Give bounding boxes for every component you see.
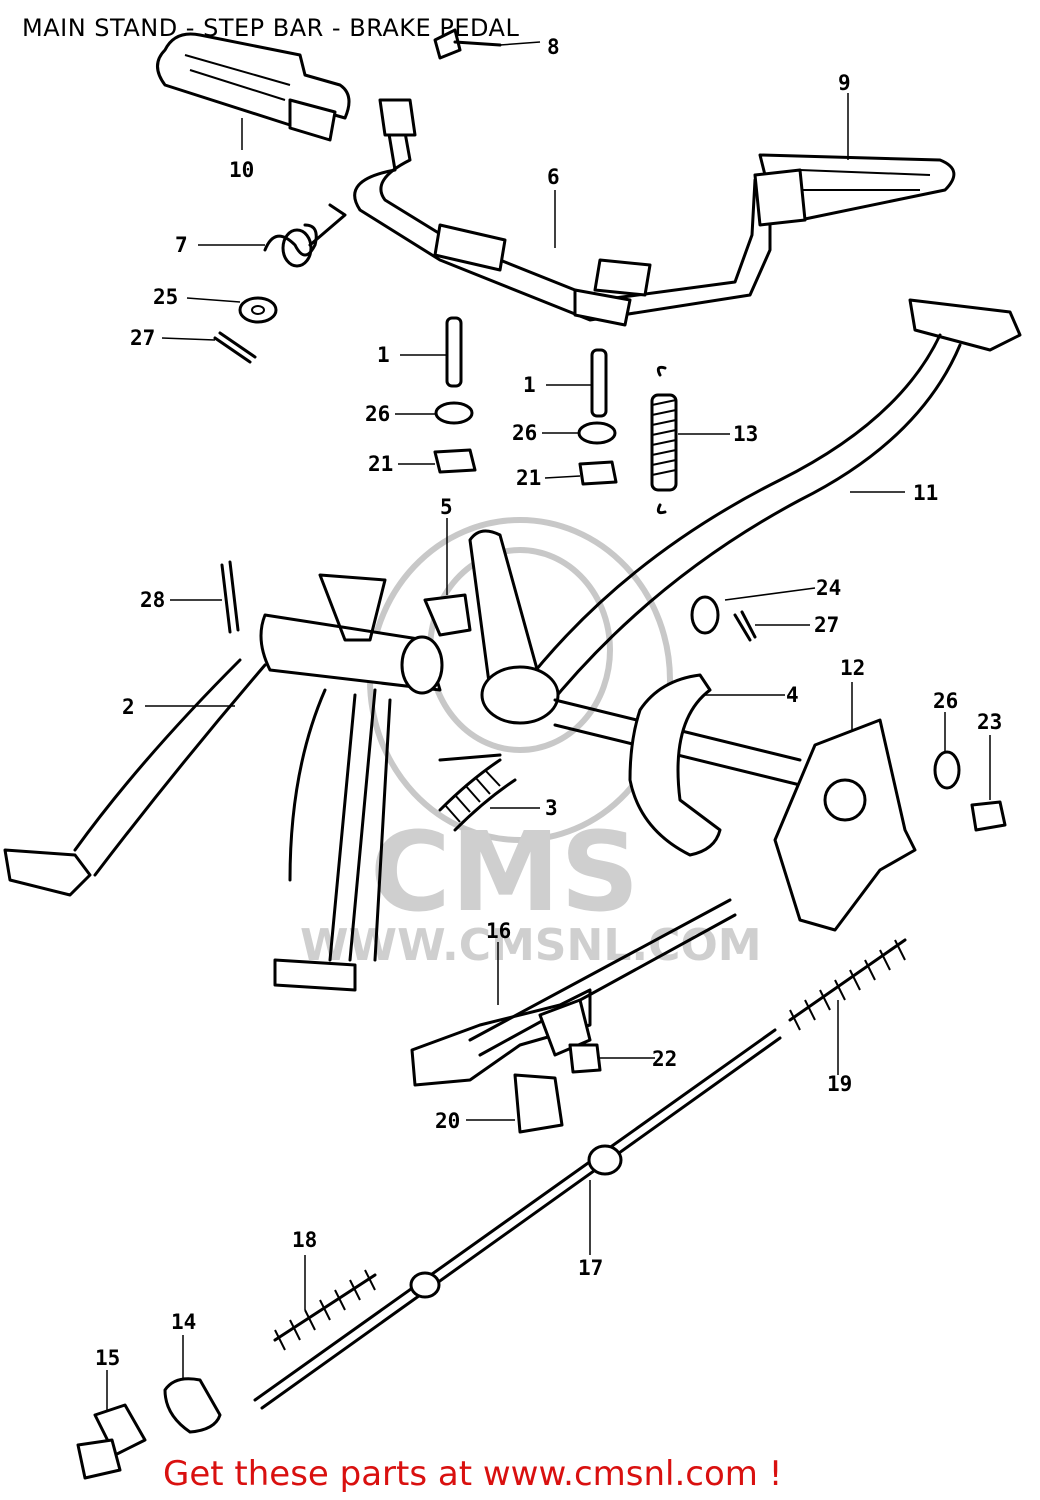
callout-28: 28 bbox=[140, 588, 165, 612]
part-footrest-left[interactable] bbox=[156, 32, 351, 142]
part-pin-1-right[interactable] bbox=[590, 348, 608, 418]
callout-10: 10 bbox=[229, 158, 254, 182]
callout-16: 16 bbox=[486, 919, 511, 943]
callout-9: 9 bbox=[838, 71, 851, 95]
callout-13: 13 bbox=[733, 422, 758, 446]
part-washer-24[interactable] bbox=[690, 595, 720, 635]
part-pin-1-left[interactable] bbox=[445, 316, 463, 388]
part-brake-pedal-11[interactable] bbox=[468, 298, 1022, 787]
part-spring-18[interactable] bbox=[273, 1269, 377, 1351]
part-cap-5[interactable] bbox=[423, 593, 472, 637]
part-nut-21-left[interactable] bbox=[433, 448, 477, 474]
part-torsion-spring-7[interactable] bbox=[263, 203, 347, 268]
callout-27-right: 27 bbox=[814, 613, 839, 637]
callout-6: 6 bbox=[547, 165, 560, 189]
part-brake-rod-17[interactable] bbox=[253, 1028, 782, 1410]
callout-25: 25 bbox=[153, 285, 178, 309]
part-rod-16[interactable] bbox=[410, 898, 737, 1087]
callout-26-bracket: 26 bbox=[933, 689, 958, 713]
callout-11: 11 bbox=[913, 481, 938, 505]
part-washer-25[interactable] bbox=[238, 296, 278, 324]
part-main-stand-2[interactable] bbox=[3, 573, 444, 992]
part-spring-13[interactable] bbox=[650, 365, 678, 515]
callout-26-right: 26 bbox=[512, 421, 537, 445]
part-nut-22[interactable] bbox=[568, 1043, 602, 1074]
part-block-20[interactable] bbox=[513, 1073, 564, 1134]
part-nut-23[interactable] bbox=[970, 800, 1007, 832]
callout-leader-lines bbox=[106, 41, 991, 1412]
callout-21-right: 21 bbox=[516, 466, 541, 490]
part-footrest-right[interactable] bbox=[753, 153, 956, 227]
callout-labels: 8 9 10 6 7 25 27 1 1 26 26 13 21 21 11 5… bbox=[95, 35, 1002, 1370]
part-bolt-8[interactable] bbox=[433, 28, 502, 60]
callout-27-left: 27 bbox=[130, 326, 155, 350]
callout-19: 19 bbox=[827, 1072, 852, 1096]
callout-21-left: 21 bbox=[368, 452, 393, 476]
callout-5: 5 bbox=[440, 495, 453, 519]
callout-26-left: 26 bbox=[365, 402, 390, 426]
part-step-bar[interactable] bbox=[353, 98, 772, 327]
part-washer-26-bracket[interactable] bbox=[933, 750, 961, 790]
part-cotter-pin-27-right[interactable] bbox=[733, 610, 757, 642]
part-bracket-12[interactable] bbox=[773, 718, 917, 932]
callout-3: 3 bbox=[545, 796, 558, 820]
callout-1-left: 1 bbox=[377, 343, 390, 367]
callout-7: 7 bbox=[175, 233, 188, 257]
callout-22: 22 bbox=[652, 1047, 677, 1071]
part-spring-19[interactable] bbox=[788, 938, 907, 1031]
callout-18: 18 bbox=[292, 1228, 317, 1252]
callout-4: 4 bbox=[786, 683, 799, 707]
callout-2: 2 bbox=[122, 695, 135, 719]
callout-8: 8 bbox=[547, 35, 560, 59]
part-washer-26-left[interactable] bbox=[434, 401, 474, 425]
part-cotter-pin-27-left[interactable] bbox=[213, 331, 257, 364]
part-spring-3[interactable] bbox=[438, 753, 517, 832]
footer-parts-link[interactable]: Get these parts at www.cmsnl.com ! bbox=[163, 1454, 783, 1494]
part-cotter-pin-28[interactable] bbox=[220, 560, 240, 634]
callout-20: 20 bbox=[435, 1109, 460, 1133]
callout-14: 14 bbox=[171, 1310, 196, 1334]
watermark-url-text: WWW.CMSNL.COM bbox=[300, 920, 762, 971]
callout-1-right: 1 bbox=[523, 373, 536, 397]
part-nut-21-right[interactable] bbox=[578, 460, 618, 486]
watermark-logo-text: CMS bbox=[370, 808, 639, 936]
part-washer-26-right[interactable] bbox=[577, 421, 617, 445]
part-plate-4[interactable] bbox=[628, 673, 722, 857]
callout-12: 12 bbox=[840, 656, 865, 680]
page-title: MAIN STAND - STEP BAR - BRAKE PEDAL bbox=[22, 14, 520, 42]
callout-17: 17 bbox=[578, 1256, 603, 1280]
callout-23: 23 bbox=[977, 710, 1002, 734]
part-adjust-nut-15[interactable] bbox=[76, 1403, 147, 1480]
callout-15: 15 bbox=[95, 1346, 120, 1370]
callout-24: 24 bbox=[816, 576, 841, 600]
part-joint-14[interactable] bbox=[163, 1377, 222, 1434]
